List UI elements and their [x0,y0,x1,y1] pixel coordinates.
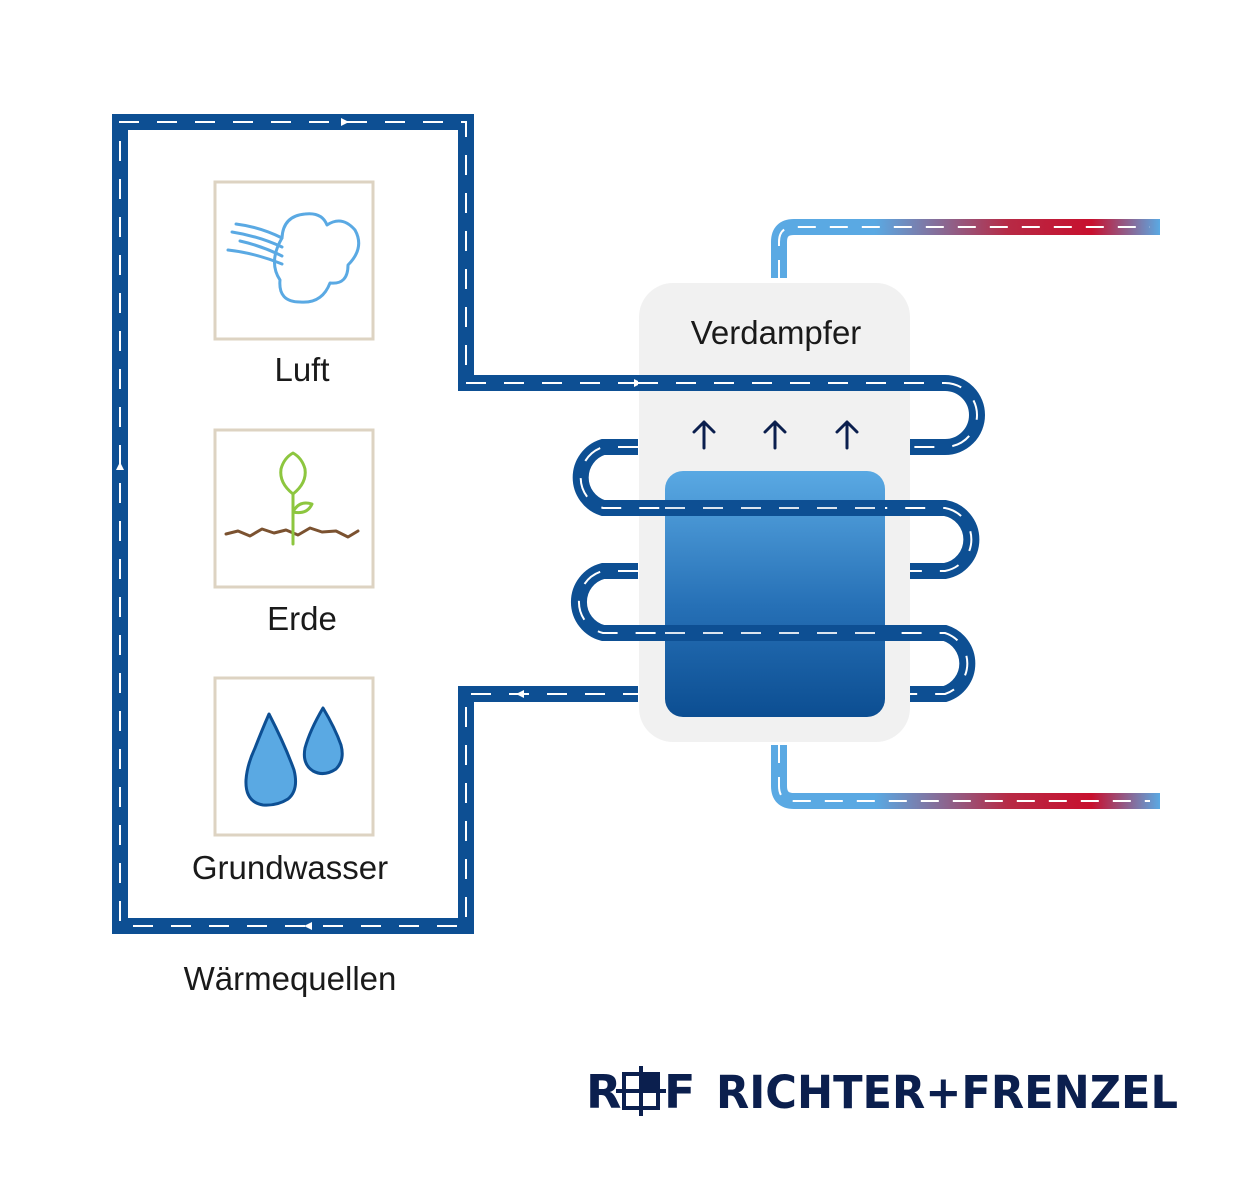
outlet-pipe-top [771,219,1160,278]
source-label-erde: Erde [267,600,337,637]
flow-arrows [116,118,642,930]
evaporator-coil [570,375,985,702]
source-box-grundwasser [213,676,375,837]
outlet-pipe-bottom [771,745,1160,809]
source-label-grundwasser: Grundwasser [192,849,388,886]
source-loop-pipe [112,114,638,934]
logo-text: RICHTER+FRENZEL [716,1066,1178,1119]
evaporator-label: Verdampfer [691,314,862,351]
evaporator-tank [665,471,885,717]
company-logo: R F RICHTER+FRENZEL [586,1065,1178,1119]
heat-sources-heading: Wärmequellen [184,960,397,997]
plant-seedling-icon [224,451,360,546]
source-box-luft [213,180,375,341]
logo-mark-f: F [664,1065,695,1119]
heat-up-arrows-icon [692,420,859,450]
logo-mark-square [616,1066,666,1116]
wind-cloud-icon [226,212,361,304]
logo-mark-r: R [586,1065,621,1119]
water-drops-icon [244,706,344,807]
source-label-luft: Luft [274,351,329,388]
